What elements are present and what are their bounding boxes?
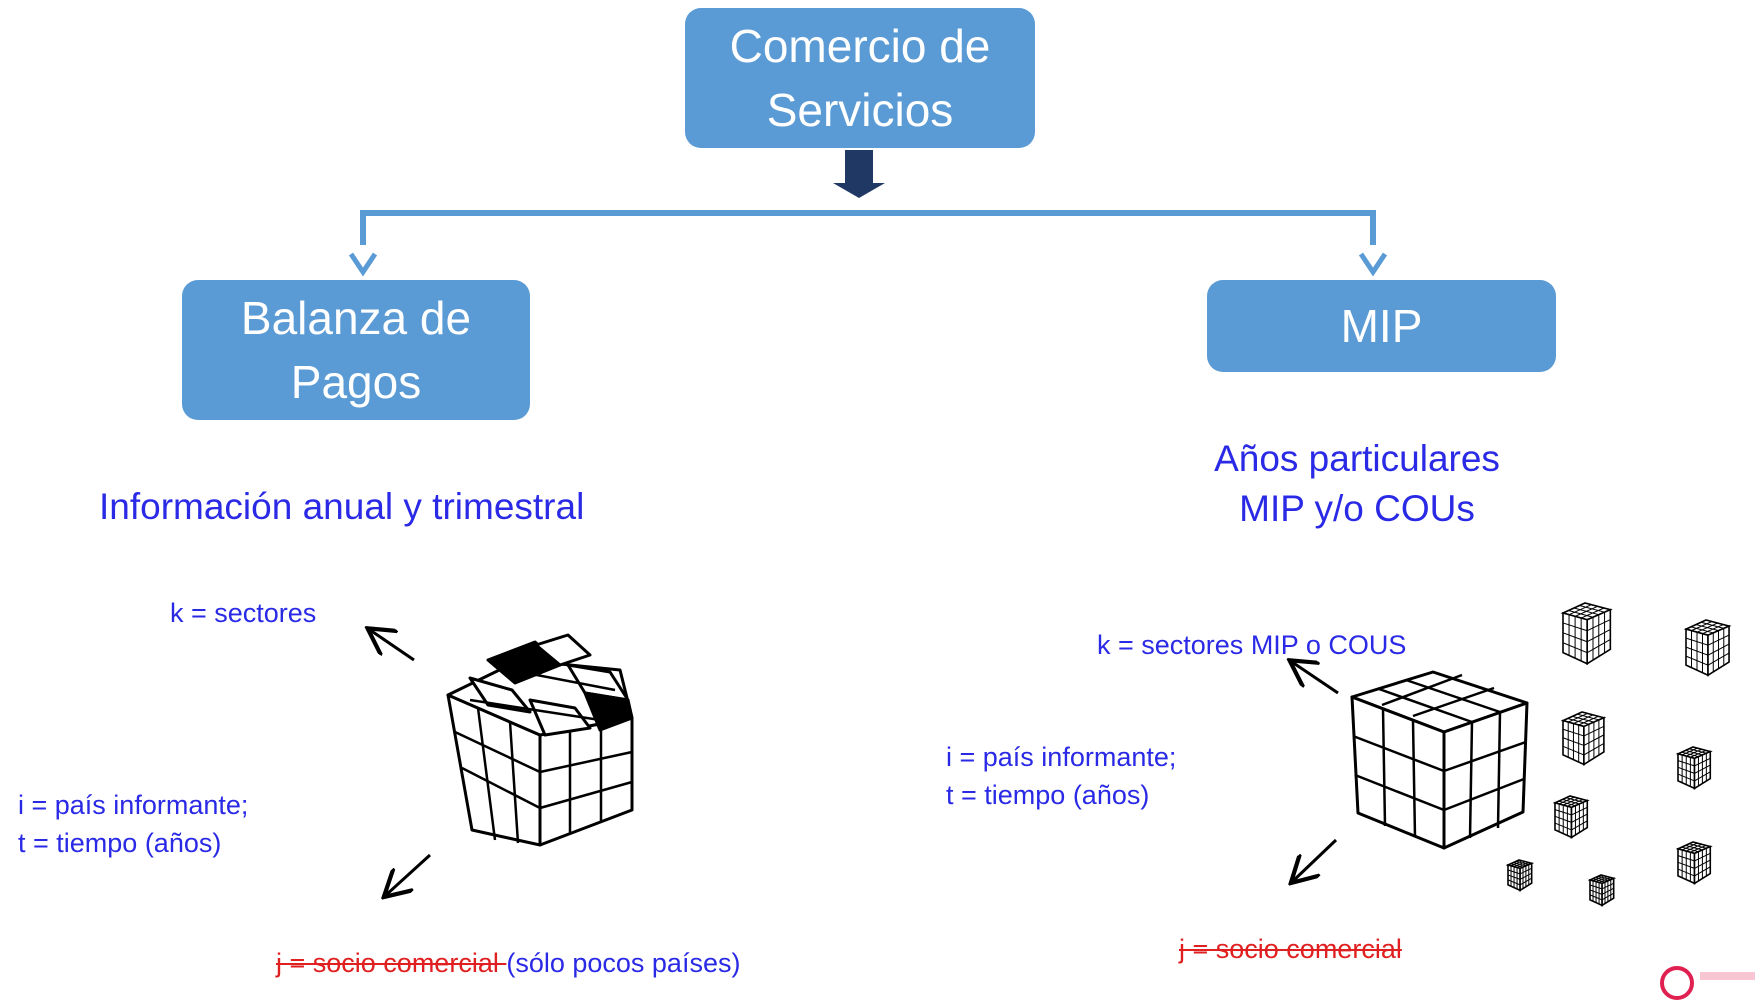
corner-logo-bar — [1700, 972, 1755, 980]
right-j-label: j = socio comercial — [1179, 934, 1402, 964]
left-j-label: j = socio comercial — [276, 948, 507, 978]
node-root-line1: Comercio de — [729, 20, 991, 72]
corner-logo-fragment — [1660, 966, 1694, 1000]
mini-cube-icon — [1587, 874, 1617, 907]
rubiks-cube-icon — [446, 633, 634, 847]
node-root-line2: Servicios — [766, 84, 954, 136]
branch-connector — [348, 210, 1388, 277]
j-arrow-left — [386, 853, 432, 895]
left-j-note: (sólo pocos países) — [506, 948, 741, 978]
cube-icon — [1350, 670, 1529, 850]
mini-cube-icon — [1560, 711, 1607, 766]
mini-cube-icon — [1560, 602, 1613, 666]
node-left-line2: Pagos — [290, 356, 422, 408]
node-comercio-de-servicios: Comercio de Servicios — [685, 8, 1035, 148]
mini-cube-icon — [1552, 795, 1590, 839]
right-i-label: i = país informante; — [946, 742, 1177, 772]
left-j-line: j = socio comercial (sólo pocos países) — [276, 944, 740, 982]
right-k-label: k = sectores MIP o COUS — [1097, 630, 1407, 660]
node-right-label: MIP — [1340, 300, 1423, 352]
left-k-label: k = sectores — [170, 598, 317, 628]
right-subtitle-line1: Años particulares — [1214, 438, 1500, 479]
mini-cube-icon — [1675, 746, 1713, 790]
mini-cube-icon — [1683, 619, 1732, 677]
mini-cube-icon — [1675, 841, 1713, 885]
node-mip: MIP — [1207, 280, 1556, 372]
node-balanza-de-pagos: Balanza de Pagos — [182, 280, 530, 420]
main-down-arrow — [833, 150, 885, 198]
left-i-label: i = país informante; — [18, 790, 249, 820]
node-left-line1: Balanza de — [240, 292, 472, 344]
left-subtitle: Información anual y trimestral — [99, 486, 585, 527]
k-arrow-left — [370, 630, 415, 662]
k-arrow-right — [1292, 662, 1339, 695]
right-t-label: t = tiempo (años) — [946, 780, 1150, 810]
right-subtitle-line2: MIP y/o COUs — [1239, 488, 1475, 529]
left-t-label: t = tiempo (años) — [18, 828, 222, 858]
right-subtitle: Años particulares MIP y/o COUs — [1157, 434, 1557, 534]
mini-cube-icon — [1505, 859, 1535, 892]
j-arrow-right — [1293, 838, 1338, 881]
